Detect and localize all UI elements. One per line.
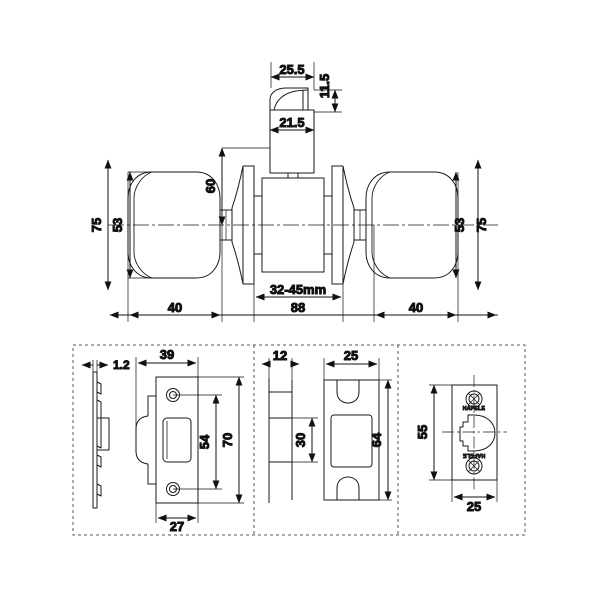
dim-label-27: 27 (170, 519, 184, 534)
right-neck (353, 209, 366, 241)
dim-label-70: 70 (220, 433, 235, 447)
dim-label-40-right: 40 (409, 300, 423, 315)
dim-label-30: 30 (293, 433, 308, 447)
strike-box-panel: HAFELE HAFELE (442, 375, 507, 490)
strike-plate-dimensions: 12 30 25 64 (261, 348, 392, 501)
dim-label-55: 55 (415, 425, 430, 439)
lock-body (254, 172, 332, 273)
dim-label-25-5: 25.5 (279, 62, 304, 77)
brand-label-top: HAFELE (463, 406, 486, 412)
dim-label-88: 88 (291, 300, 305, 315)
strike-box-dimensions: 55 25 (415, 384, 498, 515)
dim-label-54: 54 (197, 434, 212, 449)
detail-panels-frame (72, 344, 526, 536)
dim-label-64: 64 (369, 432, 384, 447)
dim-label-21-5: 21.5 (279, 115, 304, 130)
dim-label-11-5: 11.5 (317, 74, 332, 99)
dim-label-25-right: 25 (467, 499, 481, 514)
dim-label-53-right: 53 (452, 218, 467, 232)
strike-side-profile (268, 378, 293, 503)
latch-side-profile (92, 371, 110, 509)
latch-faceplate-dimensions: 1.2 39 54 70 27 (81, 347, 244, 535)
dim-label-75-right: 75 (474, 218, 489, 232)
left-rose (231, 165, 255, 285)
strike-box-screw-top (465, 390, 483, 408)
panels-outer-border (72, 344, 526, 536)
strike-box-screw-bottom (465, 457, 483, 475)
dim-label-32-45mm: 32-45mm (270, 282, 326, 297)
strike-plate-panel (268, 378, 380, 503)
dim-label-53-left: 53 (110, 218, 125, 232)
dim-label-39: 39 (160, 347, 174, 362)
strike-box-plate (451, 384, 498, 481)
brand-label-bottom: HAFELE (462, 452, 485, 458)
strike-box-latch-aperture (459, 414, 496, 452)
dim-label-75-left: 75 (89, 218, 104, 232)
dim-label-1-2: 1.2 (113, 358, 130, 372)
dim-label-25-mid: 25 (344, 348, 358, 363)
latch-faceplate-panel (92, 371, 199, 509)
dim-label-60: 60 (203, 179, 218, 193)
dim-label-12: 12 (273, 348, 287, 363)
thumbturn-block (269, 87, 315, 174)
main-view-dimensions: 25.5 11.5 21.5 60 75 53 53 75 (89, 62, 498, 322)
dim-label-40-left: 40 (168, 300, 182, 315)
